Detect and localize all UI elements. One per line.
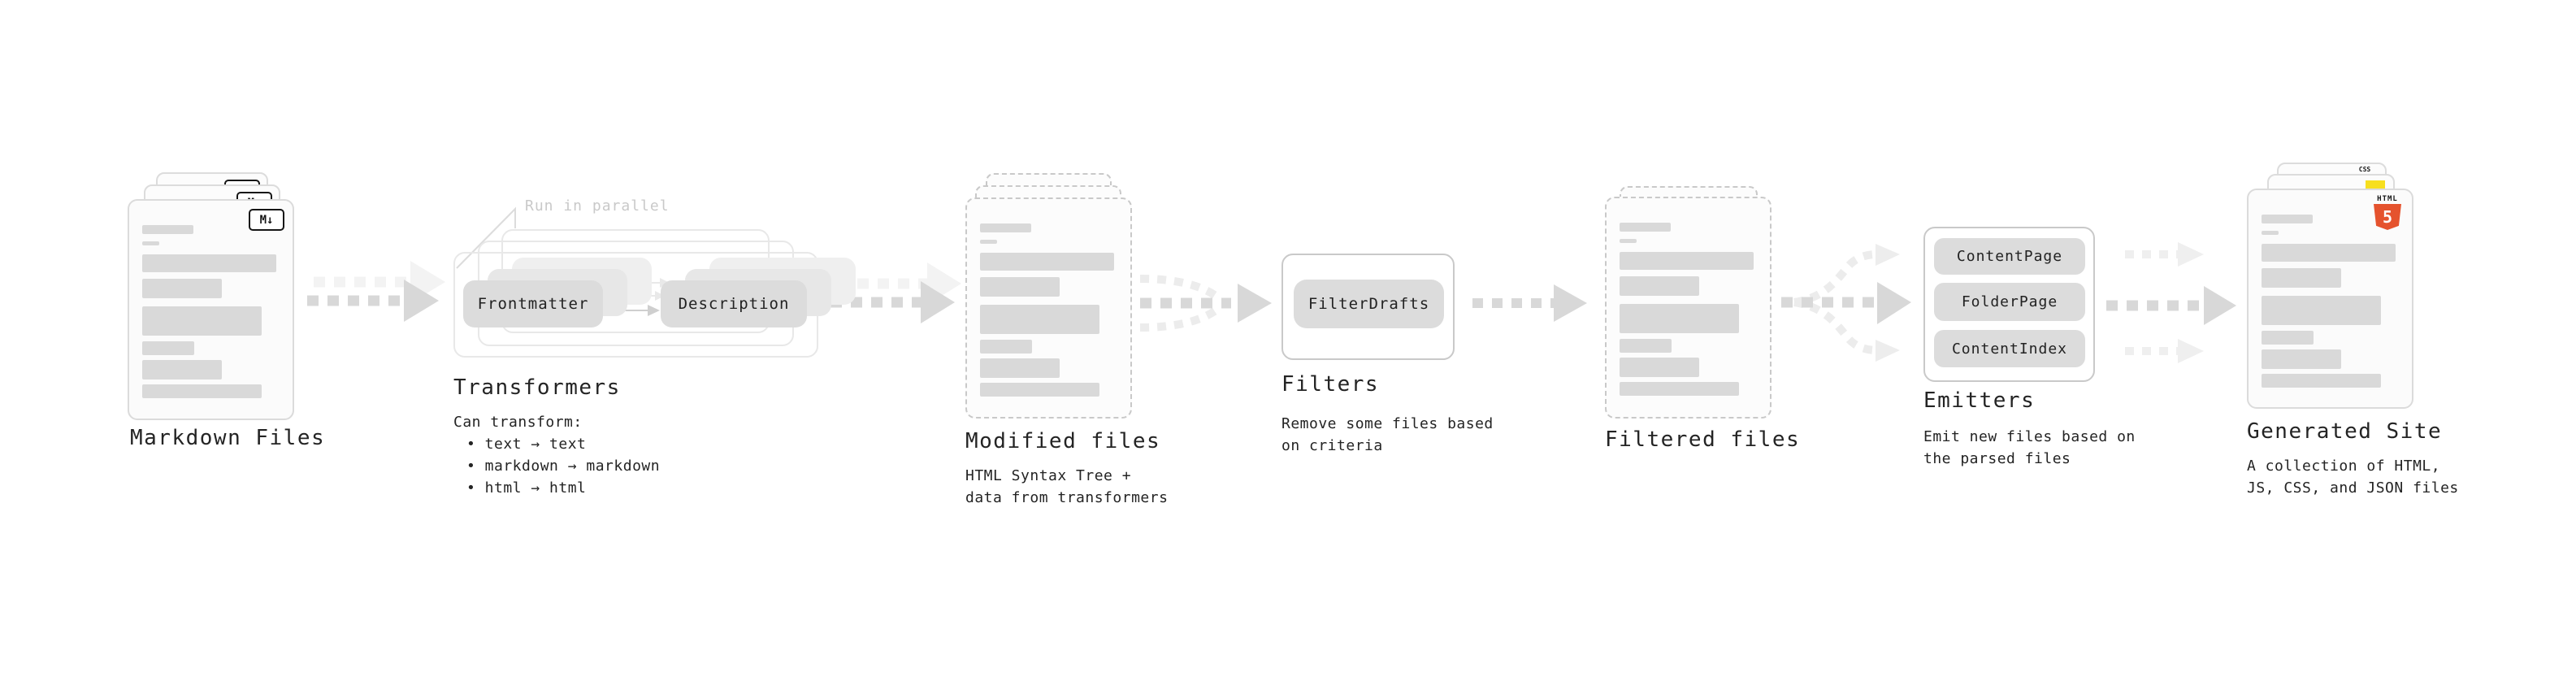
contentindex-pill: ContentIndex [1934,330,2085,367]
document-lines [1620,223,1757,396]
document-lines [2262,215,2399,388]
markdown-files-label: Markdown Files [130,426,326,450]
emitters-description: Emit new files based on the parsed files [1923,426,2136,470]
text-line-bar [2262,215,2313,223]
description-line: on criteria [1281,437,1383,454]
markdown-file-card: M↓ [128,199,294,420]
text-line-bar [142,341,194,355]
markdown-file-icon: M↓ [249,209,284,231]
document-lines [142,225,280,398]
description-line: A collection of HTML, [2247,458,2441,475]
description-line: Can transform: [453,414,583,431]
text-line-bar [2262,349,2341,369]
transform-bullets: • text → text • markdown → markdown • ht… [453,433,660,499]
text-line-bar [1620,358,1699,377]
description-line: JS, CSS, and JSON files [2247,479,2459,497]
arrow-markdown-to-transformers [307,261,445,322]
arrow-modified-to-filters [1139,275,1272,332]
modified-files-label: Modified files [965,429,1161,453]
text-line-bar [142,360,222,380]
bullet-item: • html → html [466,479,587,497]
text-line-bar [980,277,1060,297]
js-icon [2366,180,2385,191]
filterdrafts-pill: FilterDrafts [1294,280,1444,328]
text-line-bar [1620,223,1671,232]
description-line: data from transformers [965,489,1169,506]
text-line-bar [142,254,276,272]
folderpage-pill: FolderPage [1934,283,2085,321]
text-line-bar [142,306,262,336]
frontmatter-pill: Frontmatter [463,280,603,327]
text-line-bar [142,384,262,398]
html-file-card: HTML 5 [2247,189,2413,409]
css-icon-text: CSS [2358,166,2371,173]
description-line: Remove some files based [1281,415,1494,432]
run-in-parallel-annotation: Run in parallel [525,197,670,215]
transformers-label: Transformers [453,375,621,400]
transformers-description: Can transform: • text → text • markdown … [453,411,660,499]
text-line-bar [2262,244,2396,262]
document-lines [980,223,1117,397]
text-line-bar [2262,374,2381,388]
text-line-bar [1620,304,1739,333]
text-line-bar [980,383,1099,397]
arrow-ghost [314,261,445,303]
text-line-bar [980,253,1114,271]
text-line-bar [1620,339,1672,353]
text-line-bar [980,305,1099,334]
text-line-bar [1620,239,1637,243]
arrow-filters-to-filtered [1472,284,1587,322]
filtered-file-card [1605,197,1772,419]
html5-icon: HTML 5 [2373,195,2402,230]
text-line-bar [980,358,1060,378]
description-line: the parsed files [1923,450,2071,467]
text-line-bar [1620,252,1754,270]
text-line-bar [1620,382,1739,396]
description-line: HTML Syntax Tree + [965,467,1132,484]
bullet-item: • text → text [466,436,587,453]
generated-site-description: A collection of HTML, JS, CSS, and JSON … [2247,455,2459,499]
bullet-item: • markdown → markdown [466,458,661,475]
html5-icon-word: HTML [2377,195,2398,203]
text-line-bar [2262,331,2314,345]
text-line-bar [142,241,159,245]
text-line-bar [2262,268,2341,288]
text-line-bar [2262,296,2381,325]
html5-icon-number: 5 [2382,207,2393,227]
text-line-bar [1620,276,1699,296]
arrow-emitters-to-site [2106,242,2236,363]
text-line-bar [980,340,1032,354]
emitters-label: Emitters [1923,388,2036,413]
description-pill: Description [661,280,807,327]
filters-label: Filters [1281,372,1380,397]
contentpage-pill: ContentPage [1934,238,2085,275]
text-line-bar [2262,231,2279,235]
generated-site-label: Generated Site [2247,419,2443,444]
modified-file-card [965,197,1132,419]
text-line-bar [142,225,193,234]
html5-icon-shield: 5 [2374,204,2401,230]
arrow-filtered-to-emitters [1781,244,1911,362]
filters-description: Remove some files based on criteria [1281,413,1494,457]
text-line-bar [142,279,222,298]
text-line-bar [980,240,997,244]
filtered-files-label: Filtered files [1605,427,1801,452]
description-line: Emit new files based on [1923,428,2136,445]
modified-files-description: HTML Syntax Tree + data from transformer… [965,465,1168,509]
text-line-bar [980,223,1031,232]
